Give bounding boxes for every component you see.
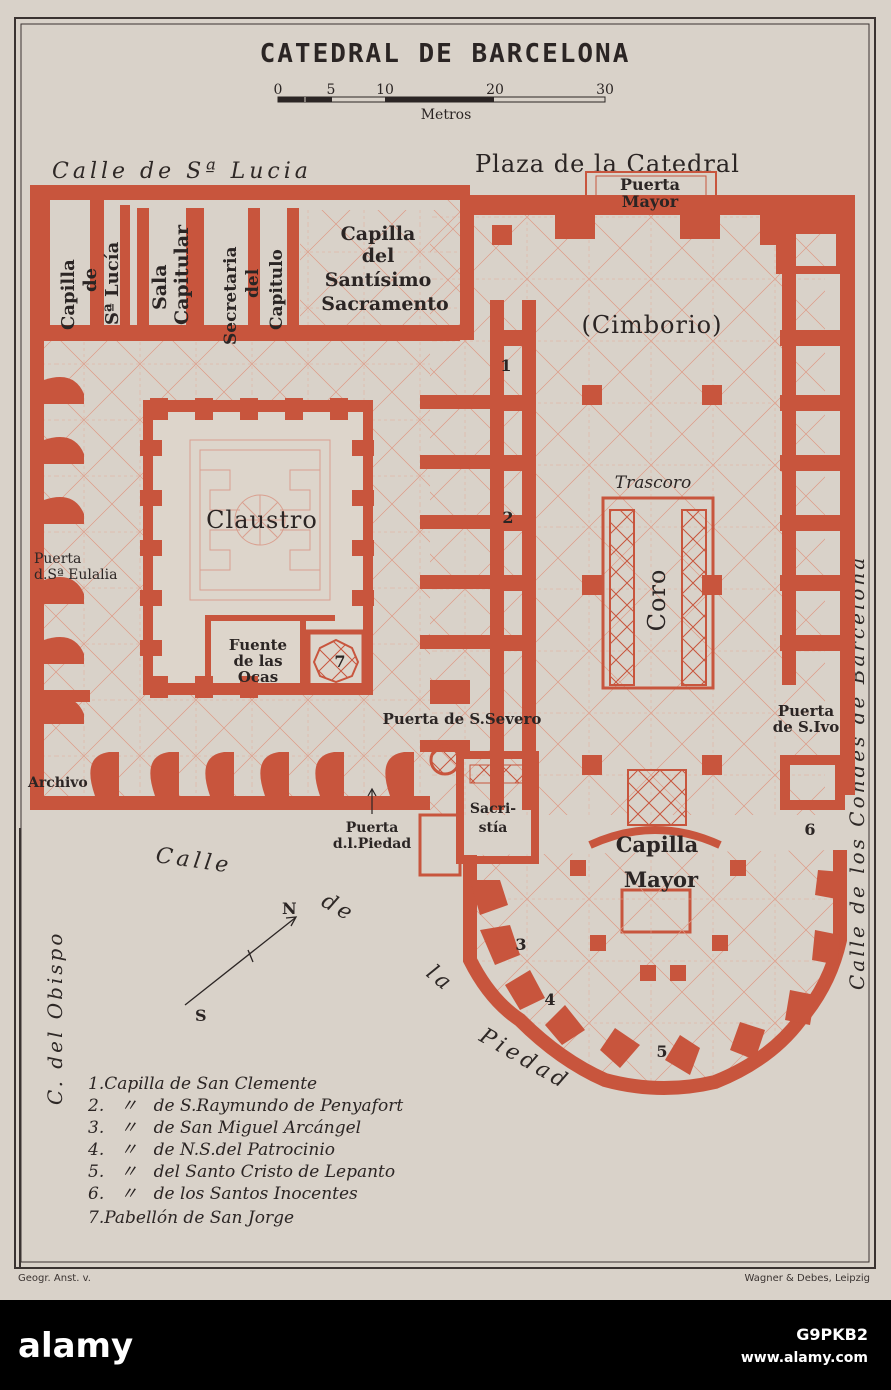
scale-bar: 0 5 10 20 30 Metros (274, 82, 614, 123)
cloister-garden (189, 439, 331, 601)
scale-tick-10: 10 (376, 82, 394, 98)
legend-item-5: 5. 〃 del Santo Cristo de Lepanto (88, 1162, 395, 1182)
label-fuente-3: Ocas (238, 668, 278, 686)
label-puerta-ivo-2: de S.Ivo (773, 718, 840, 736)
label-puerta-eulalia-1: Puerta (34, 551, 81, 567)
scale-tick-20: 20 (486, 82, 504, 98)
compass: N S (184, 899, 298, 1025)
label-puerta-ivo-1: Puerta (778, 702, 835, 720)
chapel-number-2: 2 (502, 508, 513, 527)
label-puerta-eulalia-2: d.Sª Eulalia (34, 567, 117, 583)
entrance-steps (585, 171, 717, 199)
label-puerta-severo: Puerta de S.Severo (383, 710, 542, 728)
scale-tick-5: 5 (327, 82, 336, 98)
compass-south: S (195, 1006, 207, 1025)
label-sala-capitular-2: Capitular (171, 224, 193, 325)
legend-item-3: 3. 〃 de San Miguel Arcángel (88, 1118, 361, 1138)
scale-tick-0: 0 (274, 82, 283, 98)
legend-item-4: 4. 〃 de N.S.del Patrocinio (87, 1140, 335, 1160)
scale-tick-30: 30 (596, 82, 614, 98)
label-sacristia-1: Sacri- (470, 801, 516, 817)
label-sala-capitular-1: Sala (149, 264, 171, 310)
choir-stalls (601, 496, 715, 690)
floor-plan (30, 171, 855, 1096)
watermark-bar: alamy G9PKB2 www.alamy.com (0, 1300, 891, 1390)
label-trascoro: Trascoro (615, 473, 691, 493)
legend-item-1: 1.Capilla de San Clemente (88, 1074, 317, 1094)
label-santisimo-3: Santísimo (325, 269, 432, 291)
label-puerta-piedad-2: d.l.Piedad (333, 836, 411, 852)
map-frame-inner (20, 23, 870, 1263)
label-secretaria-1: Secretaria (221, 246, 241, 345)
chapel-number-5: 5 (656, 1042, 667, 1061)
street-santa-lucia: Calle de Sª Lucia (52, 159, 312, 184)
map-title: CATEDRAL DE BARCELONA (260, 39, 631, 69)
legend-item-7: 7.Pabellón de San Jorge (88, 1208, 294, 1228)
arrow-puerta-piedad (367, 787, 377, 814)
label-fuente-2: de las (233, 652, 282, 670)
label-capilla-sta-lucia-3: Sª Lucía (102, 241, 123, 325)
footer-right: Wagner & Debes, Leipzig (745, 1273, 870, 1284)
label-santisimo-2: del (362, 245, 395, 267)
label-santisimo-1: Capilla (341, 223, 416, 245)
label-fuente-1: Fuente (229, 636, 287, 654)
legend: 1.Capilla de San Clemente 2. 〃 de S.Raym… (19, 828, 403, 1268)
chapel-number-7: 7 (334, 652, 345, 671)
label-puerta-piedad-1: Puerta (346, 820, 399, 836)
label-capilla-mayor-2: Mayor (624, 867, 699, 892)
label-sacristia-2: stía (479, 820, 508, 836)
watermark-url: www.alamy.com (741, 1350, 868, 1366)
label-cimborio: (Cimborio) (582, 311, 723, 339)
chapel-number-1: 1 (500, 356, 511, 375)
label-capilla-mayor-1: Capilla (616, 832, 699, 857)
legend-item-6: 6. 〃 de los Santos Inocentes (88, 1184, 358, 1204)
label-santisimo-4: Sacramento (321, 293, 448, 315)
label-capilla-sta-lucia-2: de (80, 268, 101, 292)
legend-item-2: 2. 〃 de S.Raymundo de Penyafort (87, 1096, 403, 1116)
watermark-code: G9PKB2 (796, 1325, 868, 1344)
chapel-number-4: 4 (544, 990, 555, 1009)
street-obispo: C. del Obispo (43, 931, 67, 1105)
map-frame (14, 17, 876, 1269)
label-coro: Coro (643, 569, 671, 632)
label-claustro: Claustro (206, 506, 318, 534)
label-secretaria-3: Capitulo (267, 249, 287, 330)
label-capilla-sta-lucia-1: Capilla (58, 259, 79, 330)
label-secretaria-2: del (243, 268, 263, 298)
footer-left: Geogr. Anst. v. (18, 1273, 91, 1284)
label-archivo: Archivo (27, 775, 88, 791)
watermark-brand: alamy (18, 1326, 133, 1366)
pavilion-san-jorge (305, 629, 367, 689)
label-puerta-mayor-2: Mayor (622, 192, 679, 211)
compass-north: N (282, 899, 297, 918)
plaza-catedral: Plaza de la Catedral (475, 150, 740, 178)
chapel-number-3: 3 (515, 935, 526, 954)
scale-unit: Metros (421, 107, 472, 123)
chapel-number-6: 6 (804, 820, 815, 839)
label-puerta-mayor-1: Puerta (620, 175, 680, 194)
